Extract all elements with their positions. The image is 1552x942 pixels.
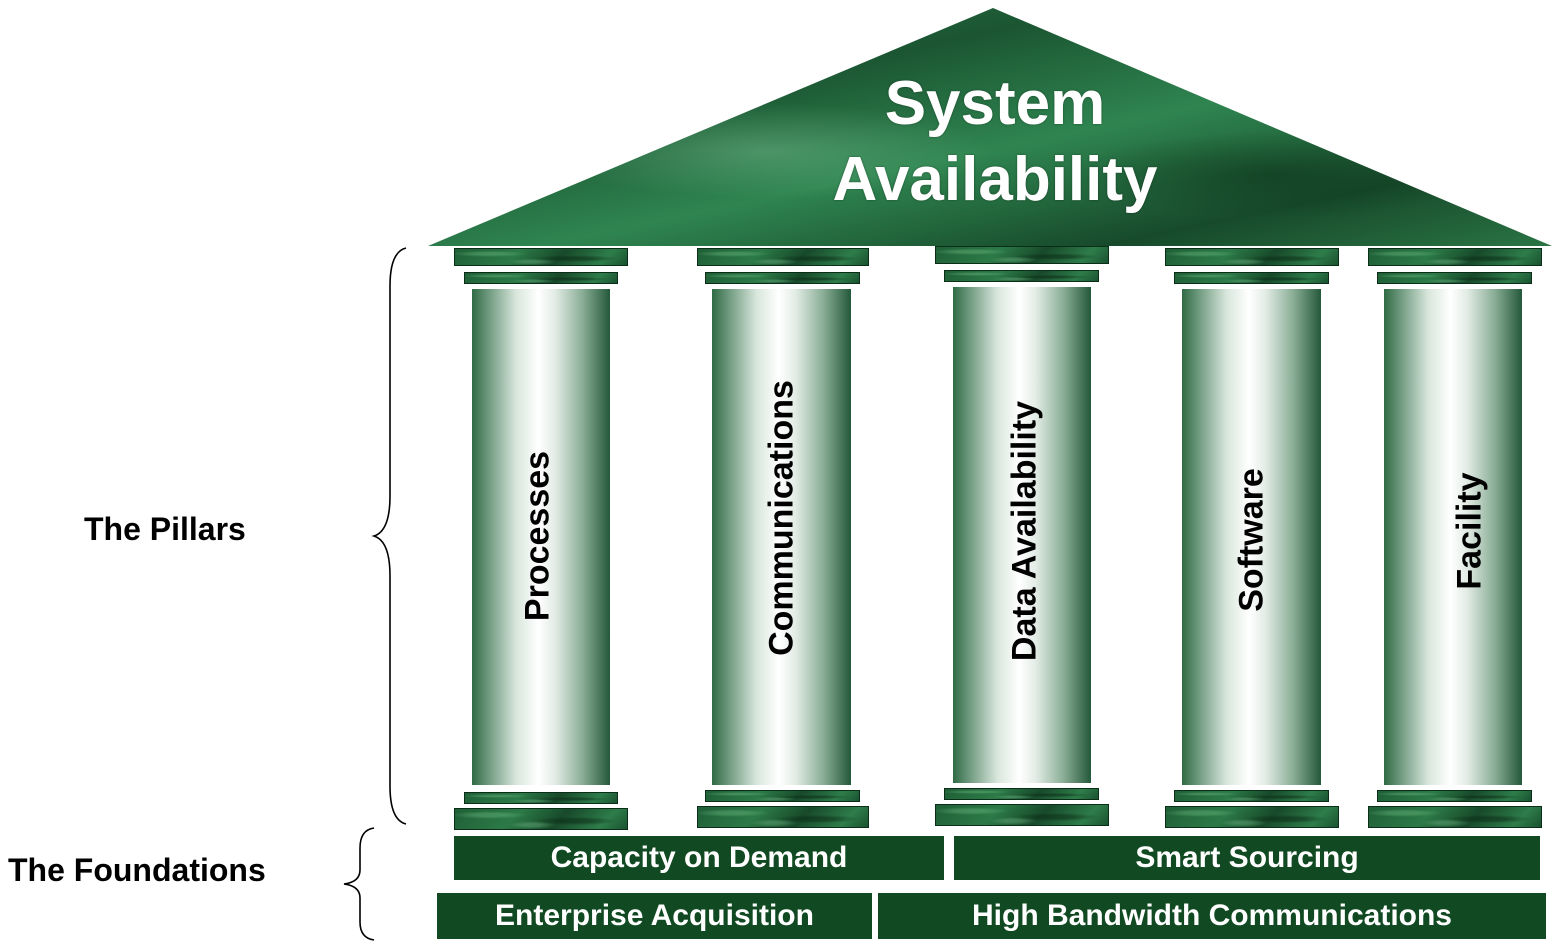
- foundation-enterprise-acquisition: Enterprise Acquisition: [437, 893, 872, 939]
- roof-title-line1: System: [884, 69, 1106, 138]
- pillar-label-data-availability: Data Availability: [1005, 400, 1044, 662]
- pillar-base-top: [1174, 790, 1329, 802]
- pillar-capital-top: [454, 248, 628, 266]
- pillar-shaft: [712, 289, 851, 785]
- pillar-label-software: Software: [1232, 468, 1271, 612]
- pillar-shaft: [1384, 289, 1522, 785]
- pillar-capital-top: [697, 248, 869, 266]
- pillar-base-top: [705, 790, 860, 802]
- foundations-brace: [343, 827, 375, 941]
- pillar-capital-bottom: [705, 272, 860, 284]
- pillar-base-top: [1377, 790, 1532, 802]
- pillar-shaft: [472, 289, 610, 785]
- pillar-base-top: [944, 788, 1099, 800]
- pillar-shaft: [953, 287, 1091, 783]
- roof-pediment: [428, 8, 1552, 246]
- pillar-base-bottom: [935, 804, 1109, 826]
- pillar-capital-bottom: [1174, 272, 1329, 284]
- pillar-base-bottom: [1165, 806, 1339, 828]
- pillar-capital-bottom: [1377, 272, 1532, 284]
- pillar-base-bottom: [1368, 806, 1542, 828]
- pillar-capital-top: [1368, 248, 1542, 266]
- pillar-label-facility: Facility: [1450, 472, 1489, 590]
- pillar-shaft: [1182, 289, 1321, 785]
- pillar-base-top: [464, 792, 618, 804]
- pillar-capital-top: [935, 246, 1109, 264]
- foundation-capacity-on-demand: Capacity on Demand: [454, 836, 944, 880]
- roof-title: System Availability: [760, 66, 1230, 218]
- pillars-brace: [371, 247, 407, 825]
- pillars-side-label: The Pillars: [84, 511, 246, 547]
- foundation-high-bandwidth-communications: High Bandwidth Communications: [878, 893, 1546, 939]
- pillar-capital-bottom: [944, 270, 1099, 282]
- foundation-smart-sourcing: Smart Sourcing: [954, 836, 1540, 880]
- roof-title-line2: Availability: [832, 145, 1158, 214]
- pillar-base-bottom: [454, 808, 628, 830]
- pillar-label-processes: Processes: [518, 450, 557, 622]
- pillar-capital-bottom: [464, 272, 618, 284]
- foundations-side-label: The Foundations: [8, 852, 266, 888]
- pillar-base-bottom: [697, 806, 869, 828]
- pillar-label-communications: Communications: [762, 380, 801, 656]
- pillar-capital-top: [1165, 248, 1339, 266]
